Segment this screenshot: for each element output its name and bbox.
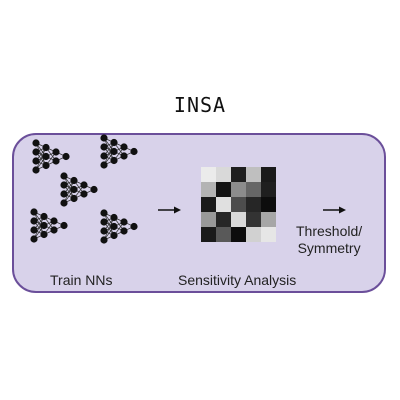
network-node xyxy=(120,227,128,235)
heatmap-cell xyxy=(246,227,261,242)
network-node xyxy=(50,217,58,225)
heatmap-cell xyxy=(216,212,231,227)
neural-network-icon xyxy=(32,139,70,174)
arrow-to-threshold-head xyxy=(339,206,346,214)
network-node xyxy=(40,221,48,230)
network-node xyxy=(32,157,40,165)
heatmap-cell xyxy=(201,182,216,197)
network-node xyxy=(110,213,118,222)
heatmap-cell xyxy=(231,182,246,197)
heatmap-cell xyxy=(216,167,231,182)
heatmap-cell xyxy=(261,197,276,212)
network-node xyxy=(70,176,78,185)
neural-network-icon xyxy=(30,208,68,243)
network-node xyxy=(100,209,108,217)
sensitivity-label: Sensitivity Analysis xyxy=(178,272,297,288)
network-edge xyxy=(103,142,115,166)
heatmap-cell xyxy=(216,227,231,242)
threshold-label-line2: Symmetry xyxy=(297,240,361,256)
network-node xyxy=(62,152,70,161)
neural-network-icon xyxy=(60,172,98,207)
heatmap-cell xyxy=(201,167,216,182)
network-node xyxy=(52,157,60,165)
heatmap-cell xyxy=(261,227,276,242)
neural-network-icon xyxy=(100,134,138,169)
train-label: Train NNs xyxy=(50,272,113,288)
network-node xyxy=(100,236,108,244)
network-node xyxy=(42,143,50,152)
network-node xyxy=(52,148,60,156)
network-node xyxy=(60,190,68,198)
heatmap-cell xyxy=(246,167,261,182)
network-node xyxy=(130,147,138,156)
network-edge xyxy=(103,217,115,241)
network-node xyxy=(30,226,38,234)
network-node xyxy=(60,172,68,180)
network-node xyxy=(120,152,128,160)
network-node xyxy=(100,134,108,142)
heatmap-cell xyxy=(201,197,216,212)
network-node xyxy=(42,161,50,170)
network-node xyxy=(32,139,40,147)
arrow-to-sensitivity-head xyxy=(174,206,181,214)
heatmap-cell xyxy=(246,197,261,212)
heatmap-cell xyxy=(201,212,216,227)
diagram-title: INSA xyxy=(173,93,227,117)
network-node xyxy=(100,227,108,235)
network-node xyxy=(120,218,128,226)
heatmap-cell xyxy=(261,167,276,182)
network-node xyxy=(110,156,118,165)
threshold-label-line1: Threshold/ xyxy=(296,223,363,239)
network-node xyxy=(120,143,128,151)
network-node xyxy=(60,181,68,189)
network-node xyxy=(32,148,40,156)
threshold-label: Threshold/ Symmetry xyxy=(296,223,362,257)
heatmap-cell xyxy=(261,182,276,197)
network-node xyxy=(60,221,68,230)
network-node xyxy=(110,231,118,240)
network-node xyxy=(40,212,48,221)
network-node xyxy=(100,143,108,151)
heatmap-cell xyxy=(231,227,246,242)
network-node xyxy=(30,217,38,225)
heatmap-cell xyxy=(246,212,261,227)
network-edge xyxy=(63,180,75,204)
heatmap-cell xyxy=(216,197,231,212)
network-node xyxy=(90,185,98,194)
network-node xyxy=(70,185,78,194)
network-node xyxy=(80,181,88,189)
network-node xyxy=(110,147,118,156)
heatmap-cell xyxy=(261,212,276,227)
network-edge xyxy=(35,147,47,171)
network-node xyxy=(30,208,38,216)
network-node xyxy=(42,152,50,161)
heatmap-cell xyxy=(246,182,261,197)
network-node xyxy=(70,194,78,203)
pipeline-panel xyxy=(12,133,386,293)
network-node xyxy=(30,235,38,243)
heatmap-cell xyxy=(231,197,246,212)
network-node xyxy=(60,199,68,207)
network-node xyxy=(100,161,108,169)
network-node xyxy=(110,138,118,147)
heatmap-cell xyxy=(231,212,246,227)
heatmap-cell xyxy=(201,227,216,242)
network-edge xyxy=(33,216,45,240)
network-node xyxy=(80,190,88,198)
heatmap-cell xyxy=(216,182,231,197)
network-node xyxy=(32,166,40,174)
network-node xyxy=(130,222,138,231)
network-node xyxy=(40,230,48,239)
heatmap-cell xyxy=(231,167,246,182)
network-node xyxy=(100,152,108,160)
network-node xyxy=(50,226,58,234)
network-node xyxy=(100,218,108,226)
neural-network-icon xyxy=(100,209,138,244)
network-node xyxy=(110,222,118,231)
